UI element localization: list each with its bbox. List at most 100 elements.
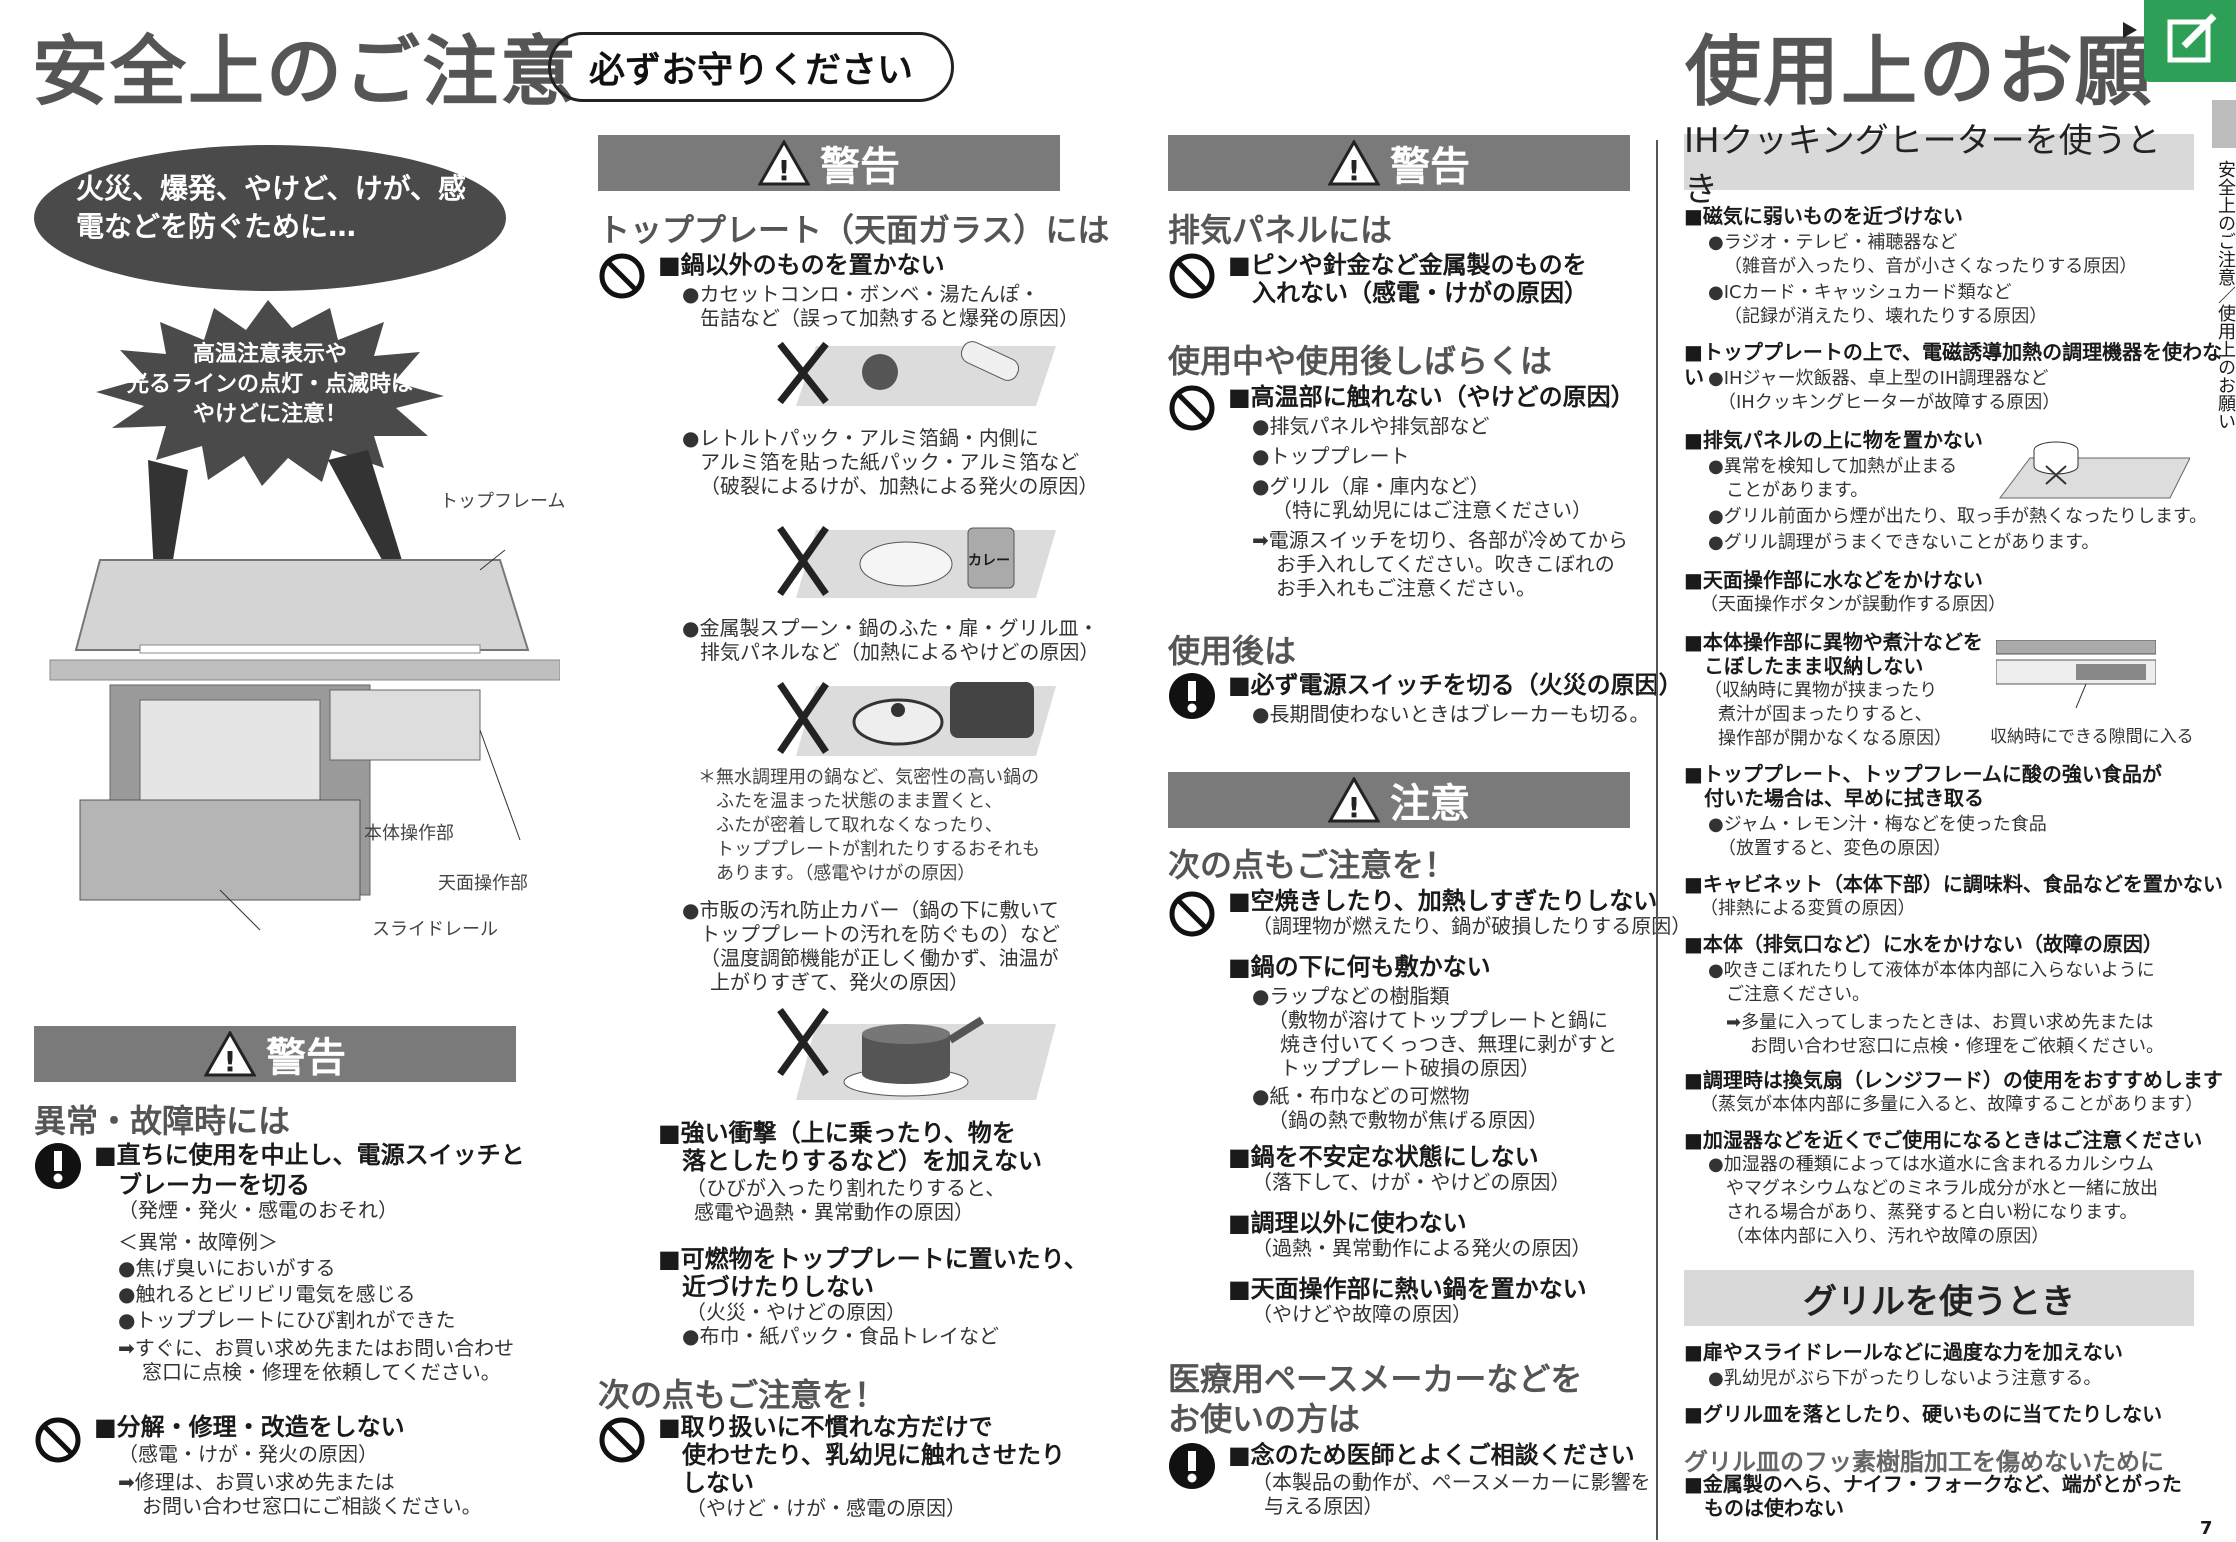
item-sub: （特に乳幼児にはご注意ください）	[1272, 498, 1592, 522]
band-label: IHクッキングヒーターを使うとき	[1684, 121, 2161, 210]
page-title-right: 使用上のお願	[1685, 27, 2153, 116]
warning-triangle-icon: !	[1328, 140, 1380, 186]
rule-body: ●IHジャー炊飯器、卓上型のIH調理器など	[1708, 368, 2049, 389]
rule-body: される場合があり、蒸発すると白い粉になります。	[1726, 1202, 2138, 1223]
item-text: ■天面操作部に熱い鍋を置かない	[1228, 1275, 1587, 1303]
item-text: ■念のため医師とよくご相談ください	[1228, 1441, 1635, 1469]
item-sub: （本製品の動作が、ペースメーカーに影響を	[1252, 1470, 1651, 1494]
arrow-note: ➡多量に入ってしまったときは、お買い求め先または	[1726, 1012, 2154, 1033]
item-sub: ●紙・布巾などの可燃物	[1252, 1084, 1470, 1108]
item-sub: （火災・やけどの原因）	[686, 1300, 906, 1324]
illustration-gap	[1995, 639, 2157, 710]
warning-bubble	[34, 145, 506, 291]
item-sub: ●排気パネルや排気部など	[1252, 414, 1490, 438]
rule-head: ■トッププレートの上で、電磁誘導加熱の調理機器を使わない	[1684, 340, 2223, 389]
item-sub: （落下して、けが・やけどの原因）	[1252, 1170, 1571, 1194]
item-text: ■鍋以外のものを置かない	[658, 251, 945, 279]
item-text: ■調理以外に使わない	[1228, 1209, 1467, 1237]
item-sub: トッププレート破損の原因）	[1280, 1056, 1540, 1080]
item-sub: （ひびが入ったり割れたりすると、	[686, 1176, 1006, 1200]
burst-line: 高温注意表示や	[192, 342, 347, 367]
prohibited-icon	[35, 1417, 81, 1463]
star-note: トッププレートが割れたりするおそれも	[716, 839, 1040, 860]
band-label: グリルを使うとき	[1803, 1281, 2075, 1322]
section-band-ih: IHクッキングヒーターを使うとき	[1684, 121, 2194, 210]
star-note: あります。（感電やけがの原因）	[716, 863, 976, 884]
item-sub: （温度調節機能が正しく働かず、油温が	[700, 946, 1059, 970]
warning-triangle-icon: !	[758, 140, 810, 186]
rule-body: ●吹きこぼれたりして液体が本体内部に入らないように	[1708, 960, 2155, 981]
rule-body: （天面操作ボタンが誤動作する原因）	[1700, 594, 2006, 615]
item-text: しない	[682, 1469, 754, 1497]
label-slide-rail: スライドレール	[372, 919, 498, 940]
item-sub: ●トッププレート	[1252, 444, 1410, 468]
rule-head: ものは使わない	[1704, 1496, 1844, 1520]
burst-line: やけどに注意！	[192, 402, 347, 427]
arrow-note: ➡修理は、お買い求め先または	[118, 1470, 395, 1494]
item-sub: ●長期間使わないときはブレーカーも切る。	[1252, 702, 1650, 726]
examples-head: ＜異常・故障例＞	[118, 1230, 278, 1254]
rule-head: ■調理時は換気扇（レンジフード）の使用をおすすめします	[1684, 1068, 2223, 1092]
rule-head: ■本体操作部に異物や煮汁などを	[1684, 630, 1983, 654]
item-sub: 感電や過熱・異常動作の原因）	[694, 1200, 974, 1224]
illustration-retort-pack	[776, 520, 1056, 598]
section-heading: 医療用ペースメーカーなどを	[1168, 1360, 1583, 1398]
warning-band: ! 警告	[1168, 135, 1630, 191]
label-top-frame: トップフレーム	[440, 491, 566, 512]
rule-head: ■磁気に弱いものを近づけない	[1684, 204, 1963, 228]
star-note: ＊無水調理用の鍋など、気密性の高い鍋の	[698, 767, 1040, 788]
edit-icon[interactable]	[2144, 0, 2236, 82]
page-title: 安全上のご注意	[32, 27, 578, 116]
item-sub: 排気パネルなど（加熱によるやけどの原因）	[700, 640, 1100, 664]
item-sub: （鍋の熱で敷物が焦げる原因）	[1268, 1108, 1548, 1132]
rule-body: （収納時に異物が挟まったり	[1704, 680, 1938, 701]
item-text: ■分解・修理・改造をしない	[94, 1413, 405, 1441]
item-text: ■取り扱いに不慣れな方だけで	[658, 1413, 993, 1441]
rule-body: （放置すると、変色の原因）	[1718, 838, 1952, 859]
item-sub: ●市販の汚れ防止カバー（鍋の下に敷いて	[682, 898, 1059, 922]
rule-body: （排熱による変質の原因）	[1700, 898, 1916, 919]
rule-head: ■金属製のへら、ナイフ・フォークなど、端がとがった	[1684, 1472, 2182, 1496]
section-heading: お使いの方は	[1168, 1400, 1361, 1438]
rule-body: （本体内部に入り、汚れや故障の原因）	[1726, 1226, 2050, 1247]
prohibited-icon	[599, 253, 645, 299]
example-item: ●触れるとビリビリ電気を感じる	[118, 1282, 416, 1306]
warning-band: ! 警告	[598, 135, 1060, 191]
item-sub: （やけどや故障の原因）	[1252, 1302, 1472, 1326]
illustration-pan	[776, 1004, 1056, 1100]
rule-body: ことがあります。	[1726, 480, 1869, 501]
item-text: 落としたりするなど）を加えない	[682, 1147, 1042, 1175]
arrow-note: 窓口に点検・修理を依頼してください。	[142, 1360, 501, 1384]
rule-body: ご注意ください。	[1726, 984, 1870, 1005]
item-sub: 焼き付いてくっつき、無理に剥がすと	[1280, 1032, 1618, 1056]
section-heading: 次の点もご注意を！	[1168, 846, 1457, 884]
item-text: 入れない（感電・けがの原因）	[1252, 279, 1588, 307]
warning-label: 警告	[820, 144, 900, 190]
label-top-panel: 天面操作部	[438, 873, 528, 894]
prohibited-icon	[599, 1417, 645, 1463]
section-heading: トッププレート（天面ガラス）には	[598, 211, 1110, 249]
burst-line: 光るラインの点灯・点滅時は	[126, 372, 413, 397]
rule-head: こぼしたまま収納しない	[1704, 654, 1924, 678]
gap-caption: 収納時にできる隙間に入る	[1990, 727, 2194, 747]
item-text: ■高温部に触れない（やけどの原因）	[1228, 383, 1635, 411]
item-text: ■ピンや針金など金属製のものを	[1228, 251, 1587, 279]
rule-head: 付いた場合は、早めに拭き取る	[1704, 786, 1984, 810]
rule-body: （蒸気が本体内部に多量に入ると、故障することがあります）	[1700, 1094, 2204, 1115]
warning-triangle-icon: !	[1328, 777, 1380, 823]
item-sub: （過熱・異常動作による発火の原因）	[1252, 1236, 1592, 1260]
rule-head: ■本体（排気口など）に水をかけない（故障の原因）	[1684, 932, 2163, 956]
section-heading: 排気パネルには	[1168, 211, 1393, 249]
side-tab	[2212, 100, 2236, 148]
rule-body: ●ジャム・レモン汁・梅などを使った食品	[1708, 814, 2047, 835]
item-text: ■空焼きしたり、加熱しすぎたりしない	[1228, 887, 1658, 915]
rule-body: （雑音が入ったり、音が小さくなったりする原因）	[1724, 256, 2138, 277]
item-sub: アルミ箔を貼った紙パック・アルミ箔など	[700, 450, 1080, 474]
prohibited-icon	[1169, 891, 1215, 937]
item-sub: 上がりすぎて、発火の原因）	[710, 970, 969, 994]
play-icon[interactable]	[2120, 20, 2140, 40]
item-sub: ●金属製スプーン・鍋のふた・扉・グリル皿・	[682, 616, 1099, 640]
item-text: ブレーカーを切る	[118, 1171, 310, 1199]
arrow-note: お手入れしてください。吹きこぼれの	[1276, 552, 1615, 576]
rule-body: ●ICカード・キャッシュカード類など	[1708, 282, 2012, 303]
